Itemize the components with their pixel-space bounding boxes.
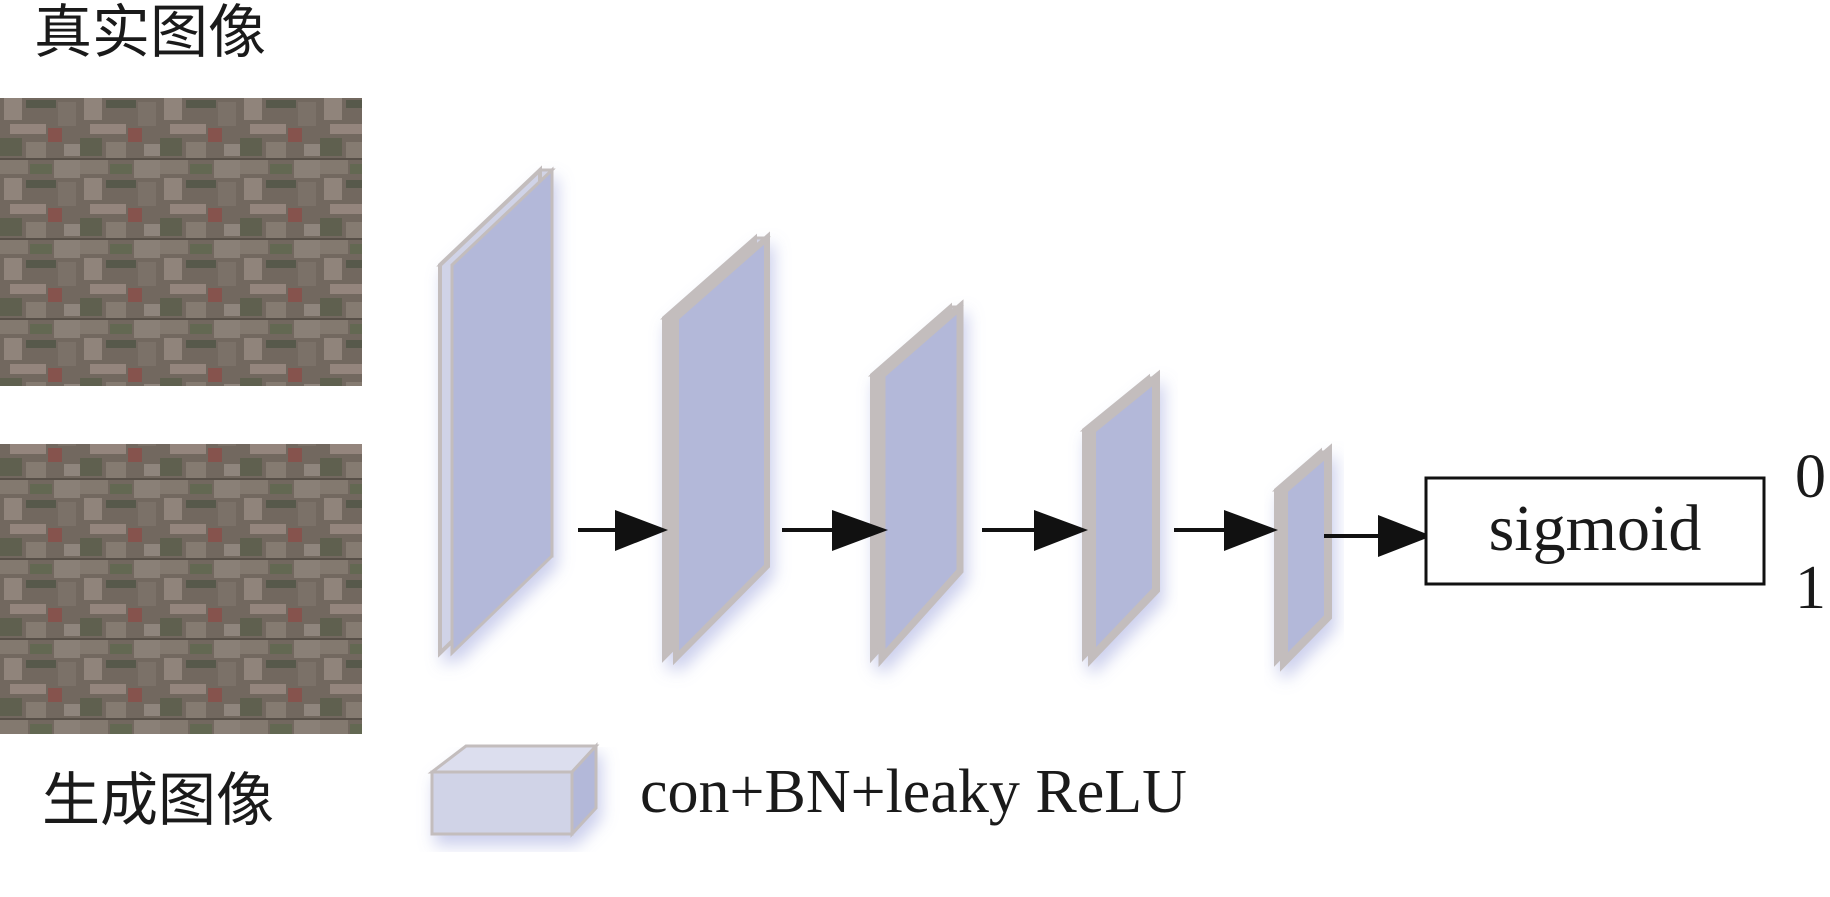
arrow-5	[1324, 515, 1432, 557]
sigmoid-box: sigmoid	[1424, 476, 1766, 586]
layer-2	[660, 231, 771, 666]
arrow-2	[782, 510, 888, 551]
output-zero: 0	[1795, 443, 1826, 511]
arrow-3	[982, 510, 1088, 551]
generated-image	[0, 444, 362, 734]
arrow-4	[1174, 510, 1278, 551]
legend-block-icon	[427, 742, 600, 838]
layer-1	[436, 165, 556, 658]
real-image-title: 真实图像	[34, 0, 266, 66]
arrow-1	[578, 510, 668, 551]
real-image	[0, 98, 362, 386]
sigmoid-label: sigmoid	[1489, 492, 1702, 565]
output-one: 1	[1795, 554, 1826, 622]
legend-label: con+BN+leaky ReLU	[640, 758, 1187, 826]
generated-image-title: 生成图像	[42, 766, 274, 834]
legend: con+BN+leaky ReLU	[427, 742, 1187, 838]
layer-5	[1271, 443, 1333, 672]
layer-4	[1079, 369, 1161, 667]
layer-3	[867, 299, 965, 668]
